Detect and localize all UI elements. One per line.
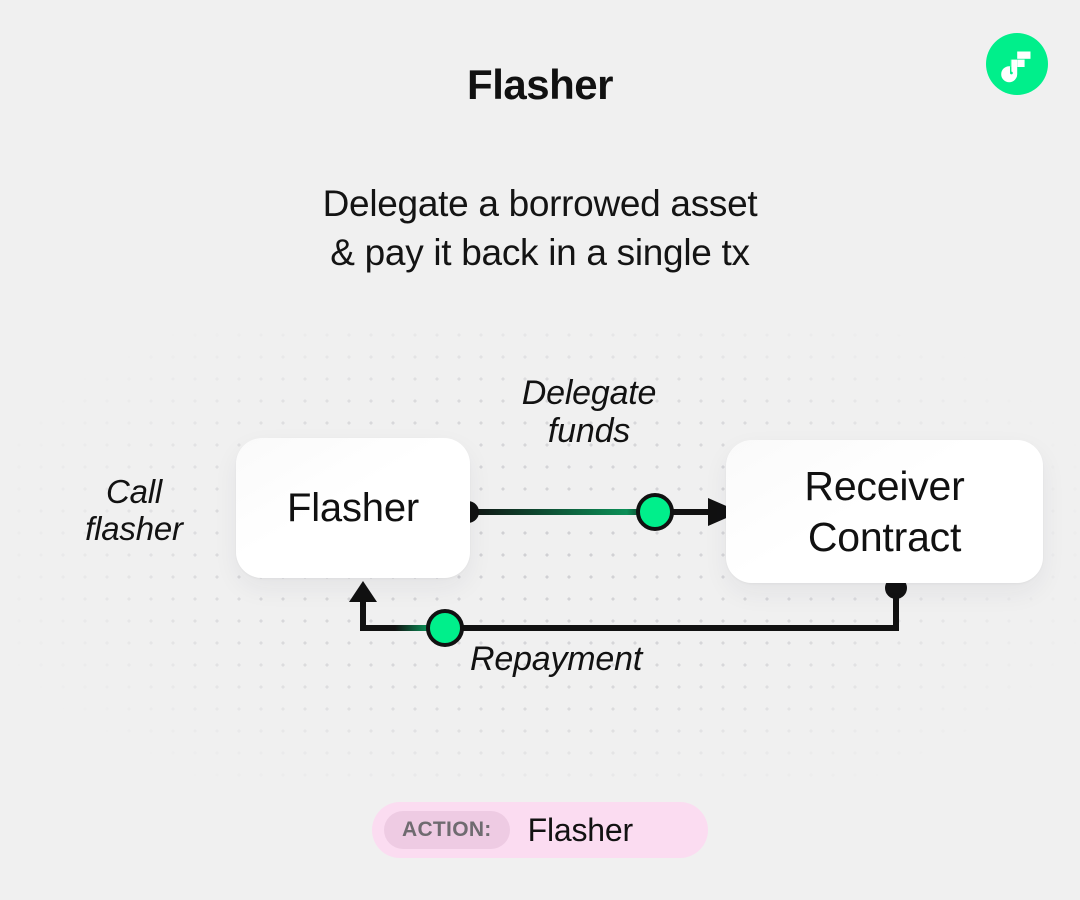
node-receiver-contract[interactable]: Receiver Contract <box>726 440 1043 583</box>
edge-label-repayment: Repayment <box>470 640 643 678</box>
edge-label-delegate-funds: Delegate funds <box>521 374 657 451</box>
node-flasher-label: Flasher <box>287 486 419 530</box>
page-title: Flasher <box>467 61 613 108</box>
edge-repayment <box>349 577 907 647</box>
edge-label-call-flasher: Call flasher <box>85 473 183 548</box>
action-badge: ACTION: Flasher <box>372 802 708 858</box>
action-badge-tag: ACTION: <box>384 811 510 849</box>
node-flasher[interactable]: Flasher <box>236 438 470 578</box>
edge-delegate-funds <box>457 493 740 531</box>
flow-logo-icon <box>986 33 1048 95</box>
page-subtitle: Delegate a borrowed asset & pay it back … <box>322 183 758 274</box>
action-badge-value: Flasher <box>527 811 634 848</box>
node-receiver-contract-label: Receiver Contract <box>804 463 965 560</box>
